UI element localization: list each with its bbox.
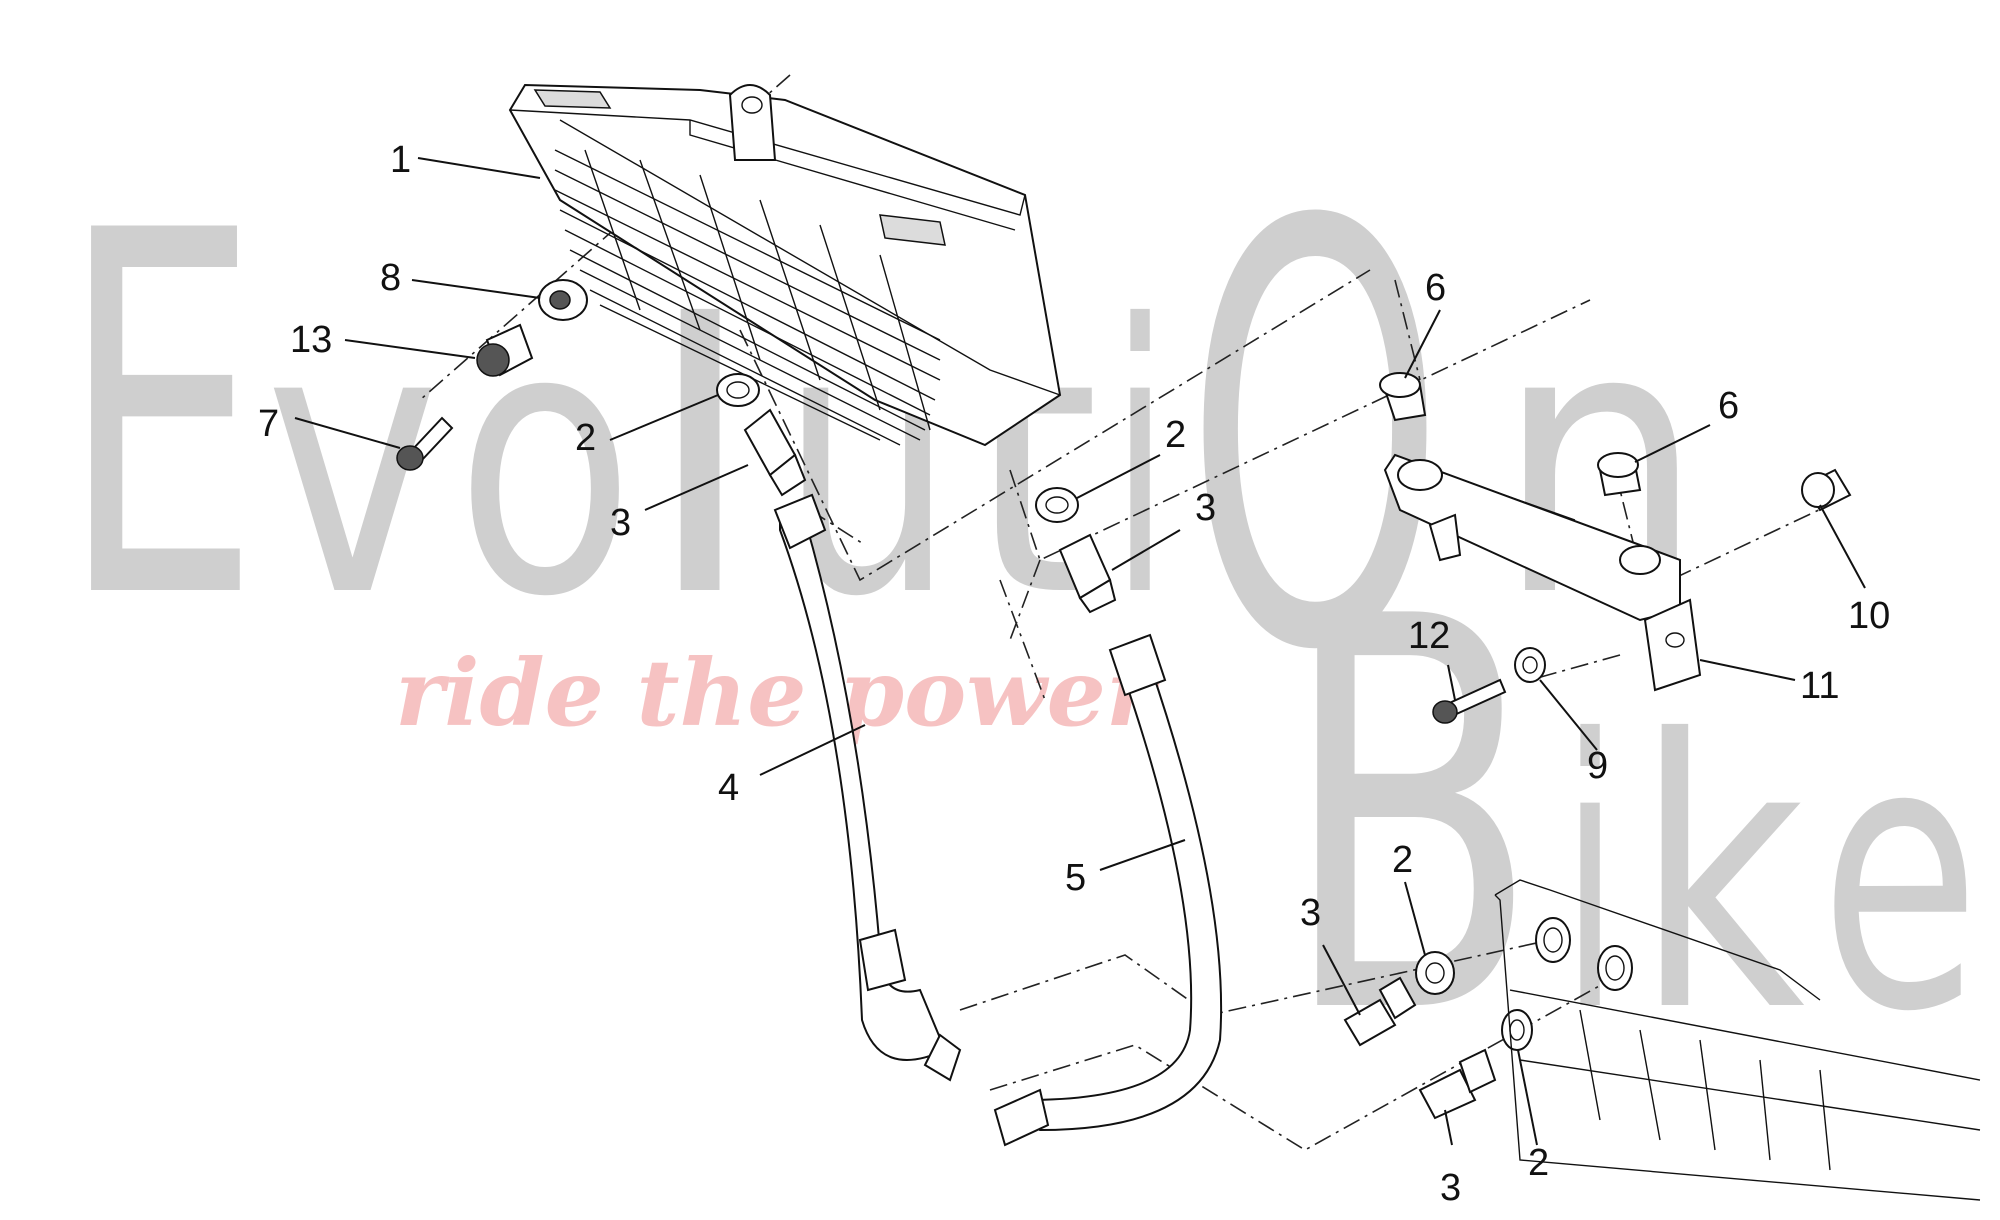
washer-2d [1501, 1009, 1533, 1051]
callout-3a: 3 [610, 502, 631, 544]
oil-pipe-5 [993, 633, 1223, 1147]
washer-9 [1514, 647, 1546, 683]
union-3b [1058, 533, 1117, 614]
watermark-letter-o-big: O [1185, 102, 1445, 777]
callout-9: 9 [1587, 745, 1608, 787]
bush-10 [1801, 468, 1852, 512]
callout-3b: 3 [1195, 487, 1216, 529]
callouts: 1 8 13 7 2 3 4 2 3 5 6 6 10 11 12 9 3 2 … [258, 139, 1890, 1209]
watermark-letter-e2: e [1820, 663, 1980, 1093]
callout-6b: 6 [1718, 385, 1739, 427]
callout-8: 8 [380, 257, 401, 299]
callout-6a: 6 [1425, 267, 1446, 309]
spacer-13 [476, 323, 534, 377]
union-3a [743, 408, 807, 497]
watermark-letter-i1: i [1110, 248, 1170, 678]
watermark-letter-k: k [1635, 663, 1805, 1093]
watermark-letter-l: l [640, 248, 760, 678]
screw-7 [396, 416, 454, 471]
watermark-letter-b: B [1280, 505, 1540, 1133]
oil-pipe-4 [773, 493, 962, 1082]
washer-2b [1035, 487, 1079, 523]
watermark-letter-o: o [455, 248, 635, 678]
callout-10: 10 [1848, 595, 1890, 637]
crankcase-section [1494, 879, 1981, 1201]
washer-2a [716, 373, 760, 407]
bracket-11 [1383, 453, 1702, 692]
watermark-tagline: ride the power [395, 639, 1162, 747]
callout-2a: 2 [575, 417, 596, 459]
callout-2c: 2 [1392, 839, 1413, 881]
callout-2d: 2 [1528, 1142, 1549, 1184]
grommet-6b [1597, 452, 1642, 497]
screw-12 [1432, 678, 1507, 724]
leader-lines [294, 157, 1866, 1146]
callout-7: 7 [258, 403, 279, 445]
callout-3c: 3 [1300, 892, 1321, 934]
callout-2b: 2 [1165, 414, 1186, 456]
grommet-6a [1379, 372, 1427, 422]
watermark-letter-e: E [60, 126, 260, 708]
callout-11: 11 [1800, 665, 1839, 707]
grommet-8 [538, 279, 588, 321]
union-3d [1418, 1048, 1497, 1120]
union-3c [1343, 976, 1417, 1047]
watermark-letter-i2: i [1560, 663, 1620, 1093]
callout-1: 1 [390, 139, 411, 181]
callout-3d: 3 [1440, 1167, 1461, 1209]
callout-4: 4 [718, 767, 739, 809]
callout-12: 12 [1408, 615, 1450, 657]
watermark: E v o l u t i O n B i k e ride the power [60, 102, 1980, 1133]
oil-cooler [508, 83, 1062, 447]
callout-13: 13 [290, 319, 332, 361]
washer-2c [1415, 951, 1455, 995]
cooler-core [554, 149, 941, 446]
callout-5: 5 [1065, 857, 1086, 899]
